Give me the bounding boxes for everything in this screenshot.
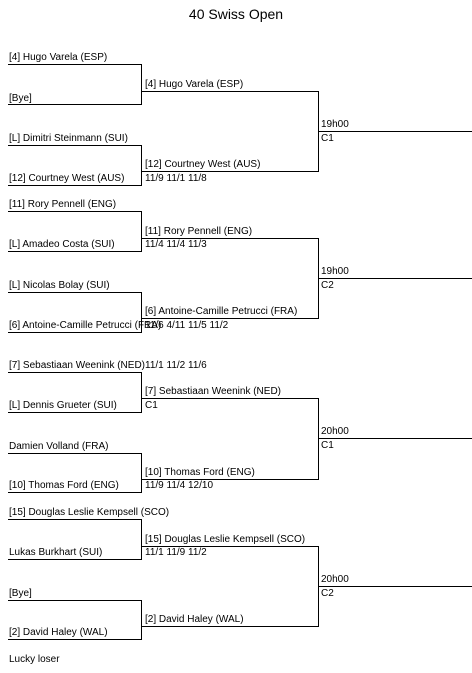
r2-m8-player: [2] David Haley (WAL): [145, 614, 244, 625]
r2-m4-player: [6] Antoine-Camille Petrucci (FRA): [145, 306, 298, 317]
r1-m8-bottom-player: [2] David Haley (WAL): [9, 627, 108, 638]
r2-m7-player: [15] Douglas Leslie Kempsell (SCO): [145, 534, 306, 545]
r3-m2-court: C2: [321, 280, 334, 291]
r2-m2-score: 11/9 11/1 11/8: [145, 173, 207, 184]
r2-m5-score: 11/1 11/2 11/6: [145, 360, 207, 371]
r1-m1-top-player: [4] Hugo Varela (ESP): [9, 52, 108, 63]
r1-m7-top-player: [15] Douglas Leslie Kempsell (SCO): [9, 507, 170, 518]
r1-m6-bottom-player: [10] Thomas Ford (ENG): [9, 480, 119, 491]
r2-m4-score: 11/6 4/11 11/5 11/2: [145, 320, 229, 331]
r1-m4-bottom-player: [6] Antoine-Camille Petrucci (FRA): [9, 320, 162, 331]
bracket-r1-m3: [8, 211, 142, 252]
r3-m2-time: 19h00: [321, 266, 349, 277]
bracket-r1-m2: [8, 145, 142, 186]
bracket-r1-m8: [8, 600, 142, 640]
bracket-r1-m1: [8, 64, 142, 105]
r1-m5-top-player: [7] Sebastiaan Weenink (NED): [9, 360, 145, 371]
tournament-title: 40 Swiss Open: [188, 6, 284, 22]
r1-m3-bottom-player: [L] Amadeo Costa (SUI): [9, 239, 115, 250]
r2-m2-player: [12] Courtney West (AUS): [145, 159, 261, 170]
r3-m4-court: C2: [321, 588, 334, 599]
r2-m6-score: 11/9 11/4 12/10: [145, 480, 214, 491]
r1-m2-bottom-player: [12] Courtney West (AUS): [9, 173, 125, 184]
bracket-r1-m4: [8, 292, 142, 333]
footnote-legend: Lucky loser: [9, 654, 60, 665]
r2-m1-player: [4] Hugo Varela (ESP): [145, 79, 244, 90]
r1-m8-top-player: [Bye]: [9, 588, 32, 599]
r1-m6-top-player: Damien Volland (FRA): [9, 441, 109, 452]
r3-m4-time: 20h00: [321, 574, 349, 585]
r1-m1-bottom-player: [Bye]: [9, 93, 32, 104]
r3-m3-time: 20h00: [321, 426, 349, 437]
r2-m6-player: [10] Thomas Ford (ENG): [145, 467, 255, 478]
r1-m5-bottom-player: [L] Dennis Grueter (SUI): [9, 400, 117, 411]
r2-m3-score: 11/4 11/4 11/3: [145, 239, 207, 250]
r2-m7-score: 11/1 11/9 11/2: [145, 547, 207, 558]
bracket-r1-m5: [8, 372, 142, 413]
r1-m7-bottom-player: Lukas Burkhart (SUI): [9, 547, 103, 558]
r1-m4-top-player: [L] Nicolas Bolay (SUI): [9, 280, 110, 291]
r1-m2-top-player: [L] Dimitri Steinmann (SUI): [9, 133, 128, 144]
bracket-r1-m7: [8, 519, 142, 560]
r3-m3-court: C1: [321, 440, 334, 451]
r3-m1-court: C1: [321, 133, 334, 144]
r2-m5-player: [7] Sebastiaan Weenink (NED): [145, 386, 281, 397]
r2-m5-court: C1: [145, 400, 158, 411]
r3-m1-time: 19h00: [321, 119, 349, 130]
bracket-r1-m6: [8, 453, 142, 493]
r2-m3-player: [11] Rory Pennell (ENG): [145, 226, 253, 237]
r1-m3-top-player: [11] Rory Pennell (ENG): [9, 199, 117, 210]
